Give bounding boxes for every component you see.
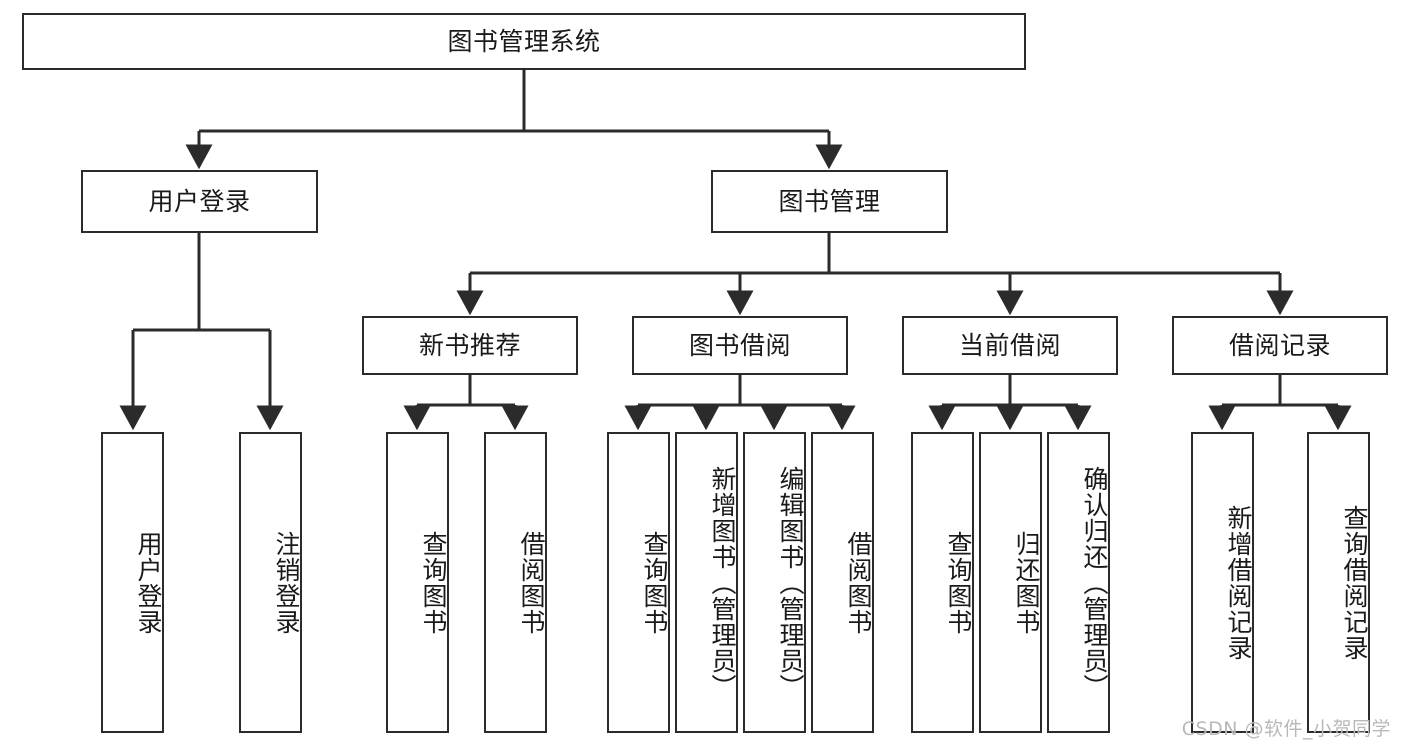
leaf-label: 新增图书（管理员） [708, 465, 737, 700]
leaf-query-record[interactable]: 查询借阅记录 [1307, 432, 1370, 733]
leaf-borrow-book-2[interactable]: 借阅图书 [811, 432, 874, 733]
leaf-edit-book[interactable]: 编辑图书（管理员） [743, 432, 806, 733]
leaf-label: 借阅图书 [844, 530, 873, 635]
leaf-logout-login[interactable]: 注销登录 [239, 432, 302, 733]
leaf-label: 编辑图书（管理员） [776, 465, 805, 700]
leaf-label: 归还图书 [1012, 530, 1041, 635]
leaf-label: 借阅图书 [517, 530, 546, 635]
leaf-label: 确认归还（管理员） [1080, 465, 1109, 700]
leaf-label: 新增借阅记录 [1224, 504, 1253, 661]
leaf-query-book-3[interactable]: 查询图书 [911, 432, 974, 733]
csdn-watermark: CSDN @软件_小贺同学 [1181, 718, 1391, 740]
leaf-label: 查询图书 [944, 530, 973, 635]
leaf-query-book-1[interactable]: 查询图书 [386, 432, 449, 733]
node-user-login[interactable]: 用户登录 [81, 170, 318, 233]
leaf-return-book[interactable]: 归还图书 [979, 432, 1042, 733]
node-current-borrow[interactable]: 当前借阅 [902, 316, 1118, 375]
leaf-add-record[interactable]: 新增借阅记录 [1191, 432, 1254, 733]
leaf-query-book-2[interactable]: 查询图书 [607, 432, 670, 733]
node-book-management-system[interactable]: 图书管理系统 [22, 13, 1026, 70]
leaf-add-book[interactable]: 新增图书（管理员） [675, 432, 738, 733]
leaf-label: 查询图书 [419, 530, 448, 635]
leaf-label: 查询图书 [640, 530, 669, 635]
node-new-book-recommend[interactable]: 新书推荐 [362, 316, 578, 375]
leaf-user-login[interactable]: 用户登录 [101, 432, 164, 733]
node-borrow-record[interactable]: 借阅记录 [1172, 316, 1388, 375]
leaf-label: 查询借阅记录 [1340, 504, 1369, 661]
node-book-management[interactable]: 图书管理 [711, 170, 948, 233]
leaf-borrow-book-1[interactable]: 借阅图书 [484, 432, 547, 733]
leaf-confirm-return[interactable]: 确认归还（管理员） [1047, 432, 1110, 733]
leaf-label: 用户登录 [134, 530, 163, 635]
node-book-borrow[interactable]: 图书借阅 [632, 316, 848, 375]
leaf-label: 注销登录 [272, 530, 301, 635]
